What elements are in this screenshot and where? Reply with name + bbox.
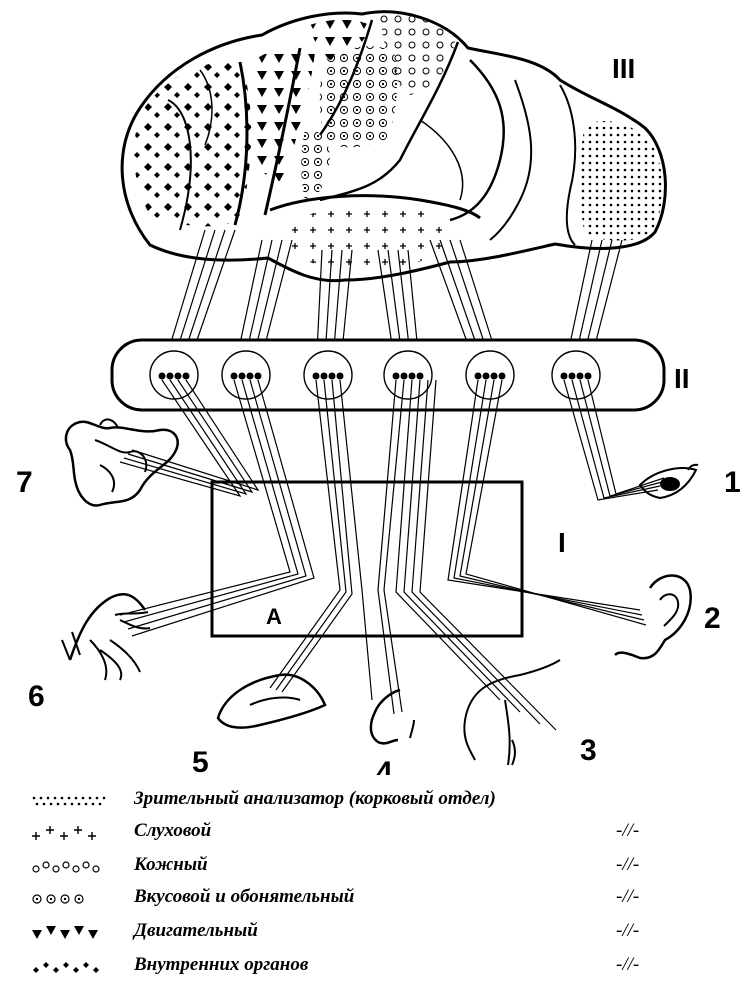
legend-ditto: -//- [616, 886, 639, 908]
legend-ditto: -//- [616, 854, 639, 876]
box-a [212, 482, 522, 636]
analyzer-diagram: III II I A 1 2 3 4 5 6 7 [0, 0, 751, 775]
subcortex-level-label: II [674, 363, 690, 394]
legend-label: Слуховой [134, 820, 211, 842]
tongue-icon [218, 675, 325, 728]
receptor-label-3: 3 [580, 734, 597, 767]
ringed-circles-icon [30, 886, 114, 912]
legend-label: Вкусовой и обонятельный [134, 886, 354, 908]
legend-ditto: -//- [616, 920, 639, 942]
receptor-label-6: 6 [28, 680, 45, 713]
legend-label: Кожный [134, 854, 208, 876]
receptor-label-2: 2 [704, 602, 721, 635]
legend-ditto: -//- [616, 954, 639, 976]
crosses-icon [30, 820, 114, 846]
legend-ditto: -//- [616, 820, 639, 842]
subcortex-to-receptor-fibers [120, 380, 664, 730]
brain-cortex [122, 12, 665, 281]
visceral-area [134, 60, 251, 226]
legend-label: Зрительный анализатор (корковый отдел) [134, 788, 496, 810]
legend-item-skin: Кожный -//- [0, 852, 751, 882]
ear-icon [615, 576, 691, 659]
box-letter-label: A [266, 604, 282, 629]
diamonds-icon [30, 954, 114, 980]
receptor-label-5: 5 [192, 746, 209, 775]
eye-icon [640, 465, 698, 498]
legend-item-taste-smell: Вкусовой и обонятельный -//- [0, 884, 751, 914]
legend-item-motor: Двигательный -//- [0, 918, 751, 948]
periphery-level-label: I [558, 527, 566, 558]
legend-label: Двигательный [134, 920, 258, 942]
receptor-sketches [62, 419, 698, 765]
dots-icon [30, 788, 114, 814]
small-circles-icon [30, 854, 114, 880]
triangles-icon [30, 920, 114, 946]
legend-item-visceral: Внутренних органов -//- [0, 952, 751, 982]
receptor-label-7: 7 [16, 466, 33, 499]
legend-label: Внутренних органов [134, 954, 308, 976]
receptor-label-4: 4 [376, 756, 393, 775]
subcortical-tube [112, 340, 664, 410]
receptor-label-1: 1 [724, 466, 741, 499]
legend-item-visual: Зрительный анализатор (корковый отдел) [0, 786, 751, 816]
skin-icon [464, 660, 560, 765]
cortex-level-label: III [612, 53, 635, 84]
legend-item-auditory: Слуховой -//- [0, 818, 751, 848]
muscle-icon [62, 594, 150, 680]
legend: Зрительный анализатор (корковый отдел) С… [0, 776, 751, 989]
